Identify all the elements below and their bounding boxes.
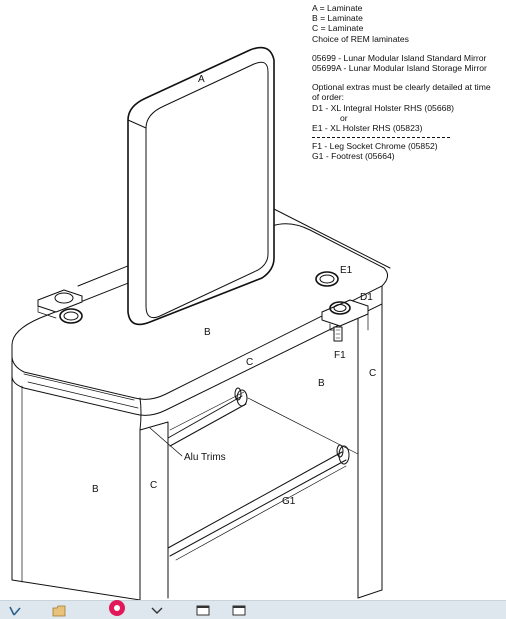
right-leg-panel — [357, 303, 383, 599]
note-line: B = Laminate — [312, 13, 363, 24]
note-line: G1 - Footrest (05664) — [312, 151, 395, 162]
note-line: Optional extras must be clearly detailed… — [312, 82, 491, 93]
label-mirror: A — [198, 74, 205, 85]
alu-trims-leader — [149, 427, 183, 457]
note-line: or — [340, 112, 348, 123]
label-holster-d1: D1 — [360, 292, 373, 303]
label-front-edge: C — [246, 357, 253, 368]
worktop — [11, 223, 388, 431]
note-line: F1 - Leg Socket Chrome (05852) — [312, 141, 438, 152]
footrest-bar — [167, 444, 350, 561]
note-line: A = Laminate — [312, 3, 363, 13]
folder-icon[interactable] — [52, 604, 66, 617]
label-left-side: B — [92, 484, 99, 495]
label-left-front: C — [150, 480, 157, 491]
mirror-panel — [127, 46, 275, 326]
island-unit-drawing: A B C B C B C E1 D1 F1 Alu Trims G1 — [11, 46, 391, 600]
label-footrest: G1 — [282, 496, 296, 507]
note-line: Choice of REM laminates — [312, 33, 409, 44]
note-line: C = Laminate — [312, 23, 364, 34]
note-line: E1 - XL Holster RHS (05823) — [312, 123, 423, 134]
note-line: D1 - XL Integral Holster RHS (05668) — [312, 102, 455, 113]
label-leg-socket: F1 — [334, 350, 346, 361]
window-icon[interactable] — [196, 604, 210, 617]
holster-e1 — [315, 271, 339, 287]
label-top-panel: B — [204, 327, 211, 338]
divider — [312, 137, 450, 139]
chevron-icon[interactable] — [150, 604, 164, 617]
label-right-leg: C — [369, 368, 376, 379]
left-bracket — [37, 289, 83, 319]
leg-socket — [333, 326, 343, 342]
rear-panel-lower — [169, 391, 245, 431]
window-icon[interactable] — [232, 604, 246, 617]
note-line: 05699 - Lunar Modular Island Standard Mi… — [312, 52, 487, 63]
upper-rail — [167, 387, 248, 447]
left-end-panel — [11, 375, 169, 600]
taskbar — [0, 600, 506, 619]
start-icon[interactable] — [8, 604, 22, 617]
label-alu-trims: Alu Trims — [184, 452, 226, 463]
specification-notes: A = Laminate B = Laminate C = Laminate C… — [312, 3, 506, 162]
label-holster-e1: E1 — [340, 265, 353, 276]
note-line: of order: — [312, 92, 345, 103]
holster-d1-bracket — [321, 299, 369, 331]
app-icon[interactable] — [108, 599, 126, 617]
note-line: 05699A - Lunar Modular Island Storage Mi… — [312, 63, 487, 74]
label-rear-side: B — [318, 378, 325, 389]
worktop-hole-left — [59, 308, 83, 324]
